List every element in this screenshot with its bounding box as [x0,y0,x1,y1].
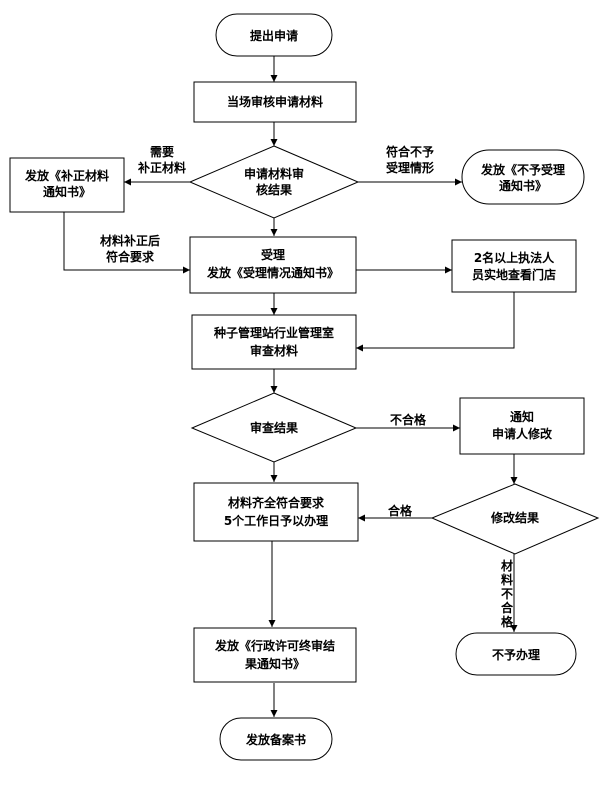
edge-label-qualified: 合格 [388,503,413,518]
check-materials-node: 当场审核申请材料 [193,81,357,123]
issue-correction-label-line1: 发放《补正材料 [24,168,109,183]
final-notice-node: 发放《行政许可终审结 果通知书》 [193,627,357,683]
review-result-decision: 申请材料审 核结果 [188,145,360,219]
notify-applicant-label-line2: 申请人修改 [492,426,553,441]
seed-station-review-label-line1: 种子管理站行业管理室 [213,325,334,340]
accept-node: 受理 发放《受理情况通知书》 [189,236,357,294]
end-node: 发放备案书 [219,717,333,761]
start-node: 提出申请 [215,13,333,57]
complete-processing-label-line1: 材料齐全符合要求 [227,495,325,510]
issue-rejection-node: 发放《不予受理 通知书》 [461,149,585,205]
edge-label-materials-unqualified-char5: 格 [501,614,514,629]
audit-result-decision: 审查结果 [190,392,358,463]
edge-label-materials-unqualified-char4: 合 [501,600,514,615]
accept-label-line2: 发放《受理情况通知书》 [206,265,339,280]
accept-label-line1: 受理 [261,247,285,262]
seed-station-review-node: 种子管理站行业管理室 审查材料 [191,314,357,370]
not-processed-node: 不予办理 [455,632,577,676]
edge-label-need-correction-line2: 补正材料 [137,160,186,175]
edge-inspection-to-station [356,292,515,352]
edge-label-unqualified: 不合格 [390,412,427,427]
complete-processing-node: 材料齐全符合要求 5个工作日予以办理 [193,482,359,542]
check-materials-label: 当场审核申请材料 [227,94,323,109]
edge-label-need-correction-line1: 需要 [150,144,174,159]
final-notice-label-line1: 发放《行政许可终审结 [214,638,335,653]
notify-applicant-node: 通知 申请人修改 [459,397,585,455]
issue-rejection-label-line2: 通知书》 [499,178,547,193]
seed-station-review-label-line2: 审查材料 [250,343,298,358]
modify-result-decision: 修改结果 [430,483,600,555]
final-notice-label-line2: 果通知书》 [244,656,305,671]
edge-label-materials-unqualified-char2: 料 [501,572,513,587]
issue-rejection-label-line1: 发放《不予受理 [480,162,565,177]
site-inspection-label-line1: 2名以上执法人 [474,250,555,265]
site-inspection-label-line2: 员实地查看门店 [472,267,556,282]
edge-label-not-compliant-line2: 受理情形 [386,160,434,175]
complete-processing-label-line2: 5个工作日予以办理 [224,513,328,528]
site-inspection-node: 2名以上执法人 员实地查看门店 [451,239,577,293]
issue-correction-label-line2: 通知书》 [43,184,91,199]
not-processed-label: 不予办理 [492,647,540,662]
edge-label-materials-unqualified-char1: 材 [500,558,513,573]
edge-label-materials-unqualified-char3: 不 [501,587,513,601]
review-result-label-line1: 申请材料审 [244,166,304,181]
edge-correction-to-accept [63,212,190,274]
end-node-label: 发放备案书 [245,732,306,747]
issue-correction-node: 发放《补正材料 通知书》 [9,157,125,213]
modify-result-label: 修改结果 [490,510,539,525]
audit-result-label: 审查结果 [250,420,298,435]
edge-label-not-compliant-line1: 符合不予 [386,144,434,159]
notify-applicant-label-line1: 通知 [510,409,534,424]
start-node-label: 提出申请 [250,28,298,43]
edge-label-corrected-line1: 材料补正后 [99,233,160,248]
edge-label-corrected-line2: 符合要求 [106,249,155,264]
connectors [63,56,518,717]
edge-labels: 需要 补正材料 符合不予 受理情形 材料补正后 符合要求 不合格 合格 材 料 … [99,144,514,629]
review-result-label-line2: 核结果 [256,182,292,197]
